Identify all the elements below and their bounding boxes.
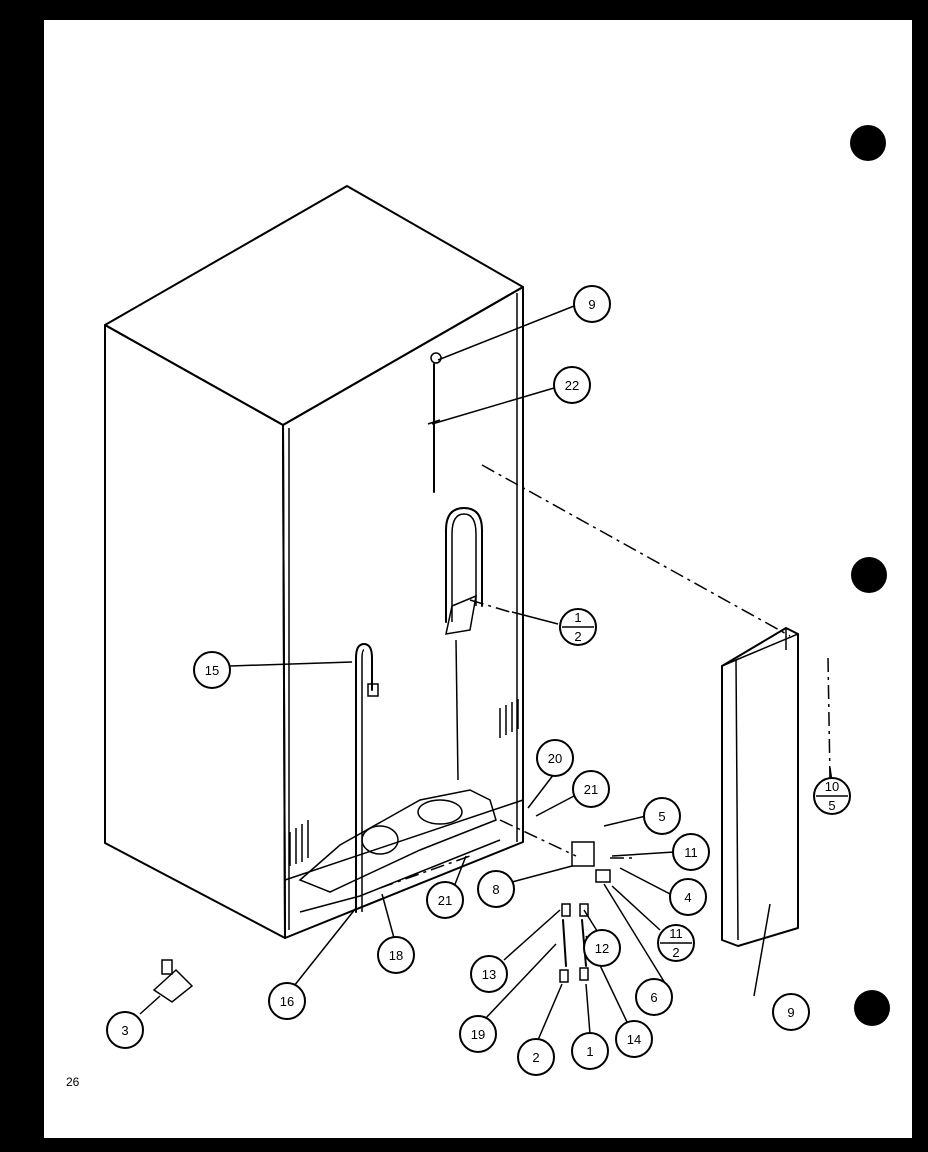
svg-text:15: 15 [205, 663, 219, 678]
callout-9: 9 [573, 285, 611, 323]
svg-text:1: 1 [574, 610, 581, 625]
callout-fraction-10-5: 10 5 [813, 777, 851, 815]
callout-fraction-11-2: 11 2 [657, 924, 695, 962]
binder-hole-bottom [854, 990, 890, 1026]
callout-4: 4 [669, 878, 707, 916]
callout-20: 20 [536, 739, 574, 777]
svg-text:1: 1 [586, 1044, 593, 1059]
svg-text:20: 20 [548, 751, 562, 766]
saddle-valve [152, 959, 194, 1003]
callout-3: 3 [106, 1011, 144, 1049]
callout-18: 18 [377, 936, 415, 974]
svg-text:10: 10 [825, 779, 839, 794]
callout-14: 14 [615, 1020, 653, 1058]
svg-text:2: 2 [574, 629, 581, 644]
svg-text:8: 8 [492, 882, 499, 897]
binder-hole-top [850, 125, 886, 161]
svg-text:21: 21 [584, 782, 598, 797]
page-number: 26 [66, 1075, 80, 1089]
callout-22: 22 [553, 366, 591, 404]
svg-text:16: 16 [280, 994, 294, 1009]
svg-text:11: 11 [684, 845, 698, 860]
callout-8: 9 [772, 993, 810, 1031]
svg-text:5: 5 [658, 809, 665, 824]
refrigerator-cabinet [104, 185, 524, 939]
callout-6: 6 [635, 978, 673, 1016]
svg-text:9: 9 [787, 1005, 794, 1020]
side-trim-panel [721, 627, 799, 947]
callout-1: 1 [571, 1032, 609, 1070]
svg-text:22: 22 [565, 378, 579, 393]
svg-text:11: 11 [669, 926, 683, 941]
svg-text:12: 12 [595, 941, 609, 956]
callout-12: 12 [583, 929, 621, 967]
svg-text:13: 13 [482, 967, 496, 982]
callout-11: 11 [672, 833, 710, 871]
svg-text:18: 18 [389, 948, 403, 963]
callout-2: 2 [517, 1038, 555, 1076]
svg-text:9: 9 [588, 297, 595, 312]
water-tube-loop [445, 507, 483, 781]
svg-text:14: 14 [627, 1032, 641, 1047]
binder-hole-middle [851, 557, 887, 593]
callout-7: 8 [477, 870, 515, 908]
svg-text:5: 5 [828, 798, 835, 813]
svg-text:4: 4 [684, 890, 691, 905]
dash-lines [379, 464, 831, 889]
callout-21-upper: 21 [572, 770, 610, 808]
svg-text:6: 6 [650, 990, 657, 1005]
callout-13: 13 [470, 955, 508, 993]
svg-text:2: 2 [672, 945, 679, 960]
callout-19: 19 [459, 1015, 497, 1053]
callout-21-lower: 21 [426, 881, 464, 919]
leader-lines [139, 305, 833, 1041]
svg-text:21: 21 [438, 893, 452, 908]
diagram-page [44, 20, 912, 1138]
callout-5: 5 [643, 797, 681, 835]
svg-text:3: 3 [121, 1023, 128, 1038]
water-valve-assembly [559, 841, 611, 983]
svg-text:19: 19 [471, 1027, 485, 1042]
callout-16: 16 [268, 982, 306, 1020]
svg-text:2: 2 [532, 1050, 539, 1065]
fill-tube [355, 643, 379, 913]
drain-tube [427, 352, 442, 493]
callout-fraction-1-2: 1 2 [559, 608, 597, 646]
callout-15: 15 [193, 651, 231, 689]
